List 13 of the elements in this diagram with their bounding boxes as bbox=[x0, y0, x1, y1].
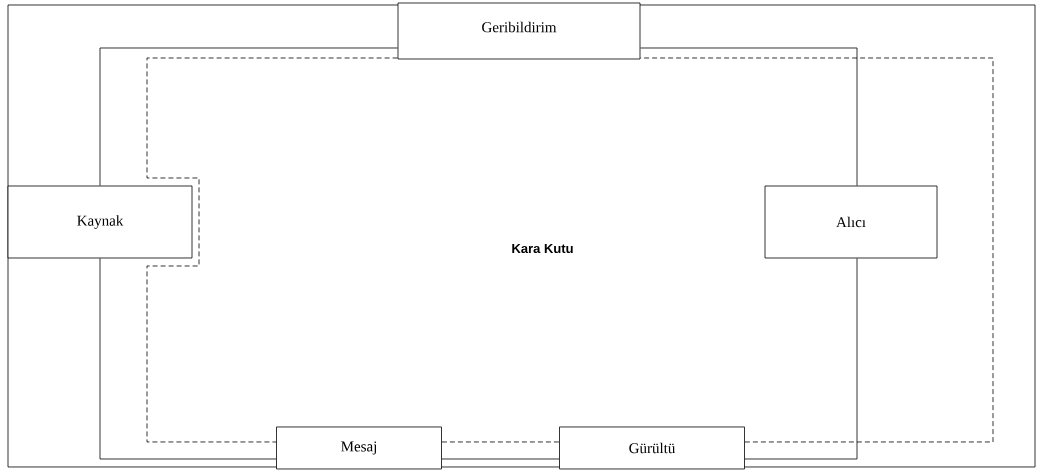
process-box: Kaynak bbox=[7, 185, 193, 259]
connector-line bbox=[640, 47, 858, 186]
dashed-connector bbox=[640, 57, 994, 443]
connector-line bbox=[99, 258, 277, 460]
connector-line bbox=[441, 458, 560, 460]
connector-line bbox=[744, 258, 858, 460]
process-box: Alıcı bbox=[764, 185, 938, 259]
dashed-connector bbox=[441, 441, 560, 443]
process-box: Gürültü bbox=[559, 426, 745, 470]
process-box: Geribildirim bbox=[397, 2, 641, 60]
dashed-connector bbox=[146, 57, 398, 443]
connector-line bbox=[99, 47, 398, 186]
process-box: Mesaj bbox=[276, 426, 442, 470]
